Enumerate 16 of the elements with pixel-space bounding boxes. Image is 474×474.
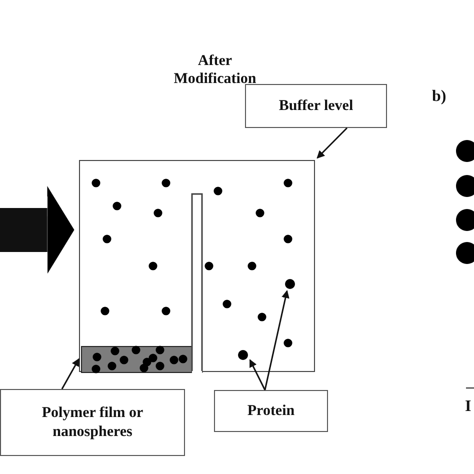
panel-label: b) [432,88,446,106]
protein-dot [238,350,248,360]
label-box [0,389,185,456]
arrow [249,359,266,390]
box-label: Polymer film or nanospheres [40,404,144,442]
axis-label: I [465,398,472,416]
box-label: Protein [247,402,295,420]
label-box [214,390,328,432]
block-arrow [0,186,74,274]
arrow [316,127,348,159]
arrow [61,358,80,390]
arrow [264,290,290,390]
heading: After Modification [172,52,258,88]
protein-dot [285,279,295,289]
box-label: Buffer level [278,96,354,116]
label-box [245,84,387,128]
